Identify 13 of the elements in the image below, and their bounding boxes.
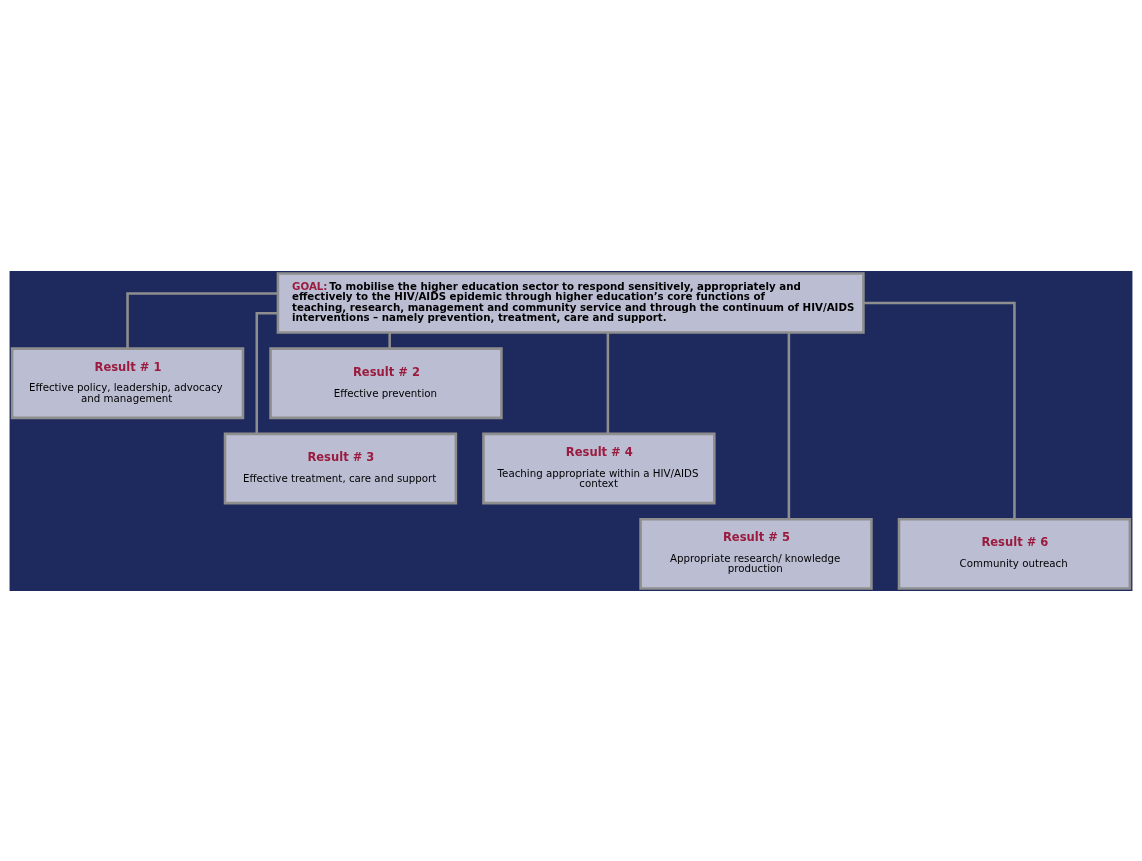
node-box: Result # 4 Teaching appropriate within a HIV/AIDS context <box>482 432 716 504</box>
connector <box>863 301 1016 519</box>
node-box: Result # 5 Appropriate research/ knowledge production <box>639 517 873 590</box>
connector <box>388 332 391 349</box>
connector <box>787 332 791 519</box>
node-box: Result # 6 Community outreach <box>897 517 1132 590</box>
connector <box>126 291 278 348</box>
node-box: Result # 2 Effective prevention <box>269 346 503 419</box>
node-box: Result # 3 Effective treatment, care and support <box>223 432 458 504</box>
connector <box>255 311 278 434</box>
connector <box>606 332 610 434</box>
node-box: Result # 1 Effective policy, leadership, advocacy and management <box>10 346 245 419</box>
node-box: GOAL: To mobilise the higher education sector to respond sensitively, appropriately and effectively to the HIV/AIDS epidemic through higher education’s core functions of teaching, research, management and community service and through the continuum of HIV/AIDS interventions – namely prevention, treatment, care and support. <box>276 271 865 334</box>
